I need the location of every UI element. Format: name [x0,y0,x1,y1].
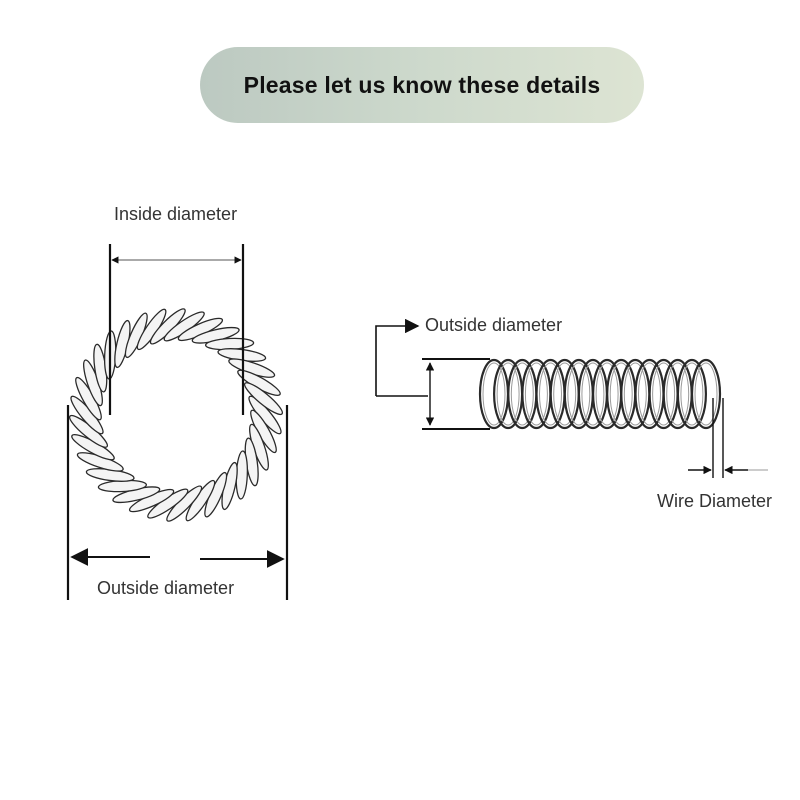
coil-turn [690,358,722,430]
banner-text: Please let us know these details [243,71,601,98]
coil-highlight [666,362,690,426]
outside-diameter-dimension-right: Outside diameter [375,315,562,430]
coil-highlight [524,362,548,426]
spring-bore [112,351,240,479]
details-banner: Please let us know these details [200,47,644,123]
coil-highlight [638,362,661,426]
coil-highlight [581,362,605,426]
inside-diameter-label: Inside diameter [114,204,237,224]
coil-highlight [510,362,534,426]
outside-diameter-label-left: Outside diameter [97,578,234,598]
coil-highlight [595,362,619,426]
coil-highlight [553,362,577,426]
coil-highlight [652,362,676,426]
outside-diameter-dimension-left: Outside diameter [66,405,289,600]
coil-highlight [694,362,718,426]
coil-highlight [680,362,704,426]
coil-highlight [539,362,562,426]
inside-diameter-dimension: Inside diameter [108,204,245,415]
coil-highlight [496,362,520,426]
wire-diameter-label: Wire Diameter [657,491,772,511]
coil-highlight [623,362,647,426]
coil-highlight [482,362,506,426]
coil-highlight [609,362,633,426]
wire-diameter-dimension: Wire Diameter [657,398,772,511]
coil-turn [676,358,708,430]
outside-diameter-label-right: Outside diameter [425,315,562,335]
coil-highlight [567,362,591,426]
coil-loop [243,382,284,416]
spring-end-view [68,308,284,522]
spring-side-view [478,358,722,430]
